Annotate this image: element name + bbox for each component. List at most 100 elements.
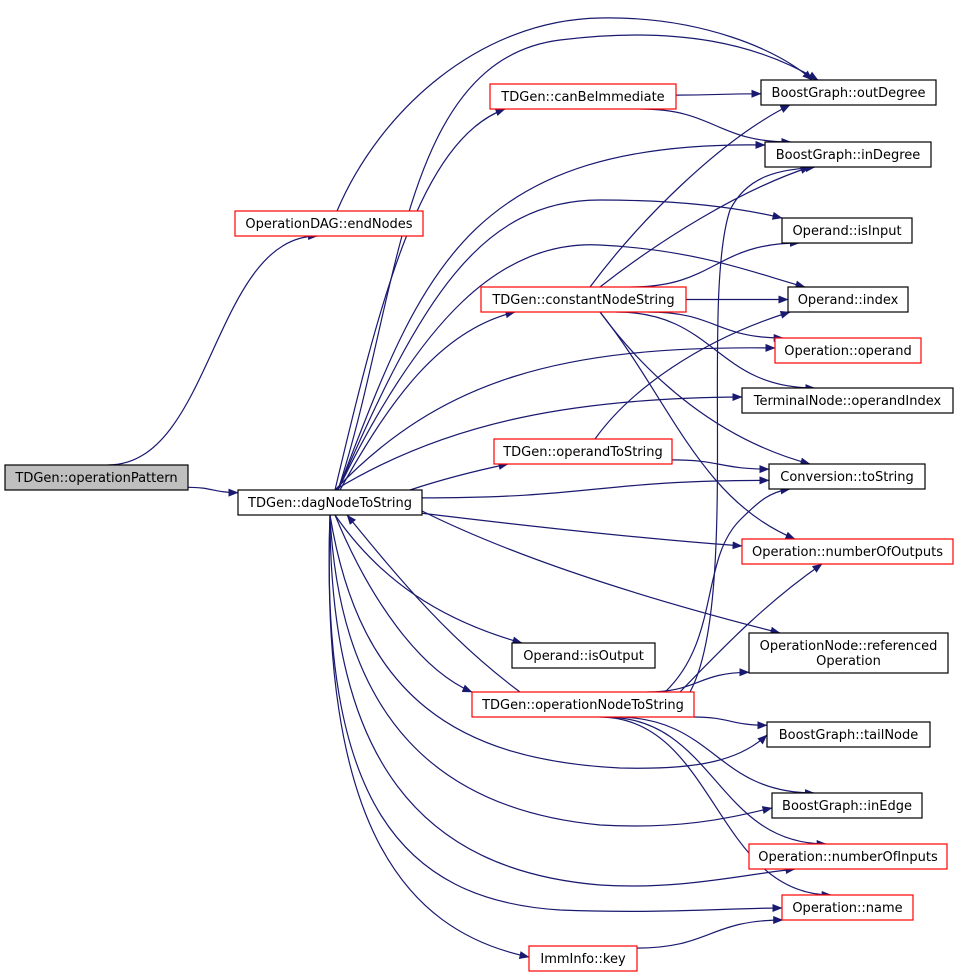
node-tailNode[interactable]: BoostGraph::tailNode bbox=[766, 721, 931, 748]
node-dagNodeToString[interactable]: TDGen::dagNodeToString bbox=[237, 489, 423, 516]
edge-dagNodeToString-to-operandIndex bbox=[334, 393, 743, 491]
node-key[interactable]: ImmInfo::key bbox=[528, 945, 638, 972]
edge-line bbox=[421, 476, 770, 499]
edge-operationNodeToString-to-name bbox=[599, 716, 832, 899]
edge-dagNodeToString-to-index bbox=[337, 244, 806, 491]
edge-endNodes-to-outDegree bbox=[336, 17, 813, 212]
node-operandIndex[interactable]: TerminalNode::operandIndex bbox=[741, 387, 954, 414]
edge-constantNodeString-to-operand bbox=[648, 311, 784, 342]
edge-line bbox=[594, 311, 791, 440]
edge-dagNodeToString-to-name bbox=[328, 514, 783, 913]
node-toString[interactable]: Conversion::toString bbox=[768, 463, 926, 490]
edge-line bbox=[671, 459, 770, 474]
node-box bbox=[480, 286, 687, 313]
edge-constantNodeString-to-isInput bbox=[631, 239, 800, 288]
node-isOutput[interactable]: Operand::isOutput bbox=[511, 642, 656, 669]
node-canBeImmediate[interactable]: TDGen::canBeImmediate bbox=[489, 83, 677, 110]
node-box bbox=[760, 79, 937, 106]
node-label: TDGen::constantNodeString bbox=[491, 293, 674, 308]
node-label: Operand::isOutput bbox=[523, 649, 644, 664]
edge-dagNodeToString-to-inDegree bbox=[337, 140, 766, 491]
node-numberOfInputs[interactable]: Operation::numberOfInputs bbox=[748, 843, 948, 870]
node-outDegree[interactable]: BoostGraph::outDegree bbox=[760, 79, 937, 106]
node-label: OperationNode::referenced bbox=[760, 639, 938, 654]
node-isInput[interactable]: Operand::isInput bbox=[781, 217, 913, 244]
edge-line bbox=[589, 104, 791, 288]
node-box bbox=[493, 438, 673, 465]
edge-line bbox=[679, 563, 823, 693]
edge-line bbox=[636, 916, 784, 949]
node-label: TerminalNode::operandIndex bbox=[753, 394, 942, 409]
edge-dagNodeToString-to-numberOfInputs bbox=[329, 514, 796, 887]
node-inEdge[interactable]: BoostGraph::inEdge bbox=[771, 792, 923, 819]
node-name[interactable]: Operation::name bbox=[781, 894, 914, 921]
node-box bbox=[741, 387, 954, 414]
node-label: Operand::index bbox=[798, 293, 899, 308]
node-constantNodeString[interactable]: TDGen::constantNodeString bbox=[480, 286, 687, 313]
edge-operationNodeToString-to-numberOfInputs bbox=[604, 716, 827, 848]
node-inDegree[interactable]: BoostGraph::inDegree bbox=[764, 141, 932, 168]
edge-dagNodeToString-to-outDegree bbox=[337, 34, 819, 491]
edge-canBeImmediate-to-outDegree bbox=[675, 89, 762, 98]
node-box bbox=[787, 286, 909, 313]
edge-operationNodeToString-to-tailNode bbox=[693, 716, 768, 730]
edge-operationNodeToString-to-toString bbox=[664, 486, 791, 693]
edge-line bbox=[675, 89, 762, 98]
edge-line bbox=[337, 140, 766, 491]
node-box bbox=[741, 538, 954, 565]
edge-line bbox=[187, 486, 239, 497]
edge-line bbox=[337, 34, 819, 491]
node-box bbox=[528, 945, 638, 972]
edge-line bbox=[409, 462, 509, 491]
node-label: TDGen::operationNodeToString bbox=[481, 698, 684, 713]
edge-constantNodeString-to-outDegree bbox=[589, 104, 791, 288]
edge-operationNodeToString-to-numberOfOutputs bbox=[679, 563, 823, 693]
edge-line bbox=[419, 509, 781, 635]
node-label: Conversion::toString bbox=[780, 470, 914, 485]
edge-line bbox=[693, 716, 768, 730]
edge-line bbox=[689, 164, 816, 693]
node-box bbox=[4, 464, 189, 491]
node-operationNodeToString[interactable]: TDGen::operationNodeToString bbox=[471, 691, 695, 718]
edge-dagNodeToString-to-operationNodeToString bbox=[334, 514, 473, 693]
node-box bbox=[774, 337, 922, 364]
node-endNodes[interactable]: OperationDAG::endNodes bbox=[234, 210, 424, 237]
edge-line bbox=[339, 310, 516, 491]
node-box bbox=[489, 83, 677, 110]
node-box bbox=[768, 463, 926, 490]
edge-canBeImmediate-to-inDegree bbox=[640, 108, 792, 146]
node-operationPattern[interactable]: TDGen::operationPattern bbox=[4, 464, 189, 491]
edge-dagNodeToString-to-constantNodeString bbox=[339, 310, 516, 491]
edge-line bbox=[599, 716, 832, 899]
node-box bbox=[764, 141, 932, 168]
node-label: TDGen::canBeImmediate bbox=[500, 90, 664, 105]
node-box bbox=[781, 894, 914, 921]
edge-line bbox=[615, 716, 815, 797]
node-box bbox=[471, 691, 695, 718]
node-label: Operation::numberOfInputs bbox=[758, 850, 938, 865]
edge-line bbox=[599, 311, 811, 466]
edge-line bbox=[334, 514, 473, 693]
edge-line bbox=[599, 311, 796, 540]
node-operandToString[interactable]: TDGen::operandToString bbox=[493, 438, 673, 465]
node-label: Operation::operand bbox=[784, 344, 911, 359]
edge-line bbox=[648, 311, 784, 342]
edge-line bbox=[599, 166, 811, 288]
node-label: Operation::name bbox=[792, 901, 902, 916]
edge-line bbox=[329, 514, 796, 887]
edge-dagNodeToString-to-numberOfOutputs bbox=[419, 512, 743, 550]
node-label: Operation::numberOfOutputs bbox=[752, 545, 943, 560]
node-label: OperationDAG::endNodes bbox=[245, 217, 412, 232]
node-index[interactable]: Operand::index bbox=[787, 286, 909, 313]
edge-line bbox=[334, 393, 743, 491]
edge-dagNodeToString-to-tailNode bbox=[329, 514, 768, 769]
edge-dagNodeToString-to-isInput bbox=[337, 199, 783, 491]
edge-dagNodeToString-to-operandToString bbox=[409, 462, 509, 491]
node-label: Operand::isInput bbox=[792, 224, 901, 239]
edge-line bbox=[419, 512, 743, 550]
node-numberOfOutputs[interactable]: Operation::numberOfOutputs bbox=[741, 538, 954, 565]
edge-line bbox=[334, 108, 506, 491]
node-operand[interactable]: Operation::operand bbox=[774, 337, 922, 364]
